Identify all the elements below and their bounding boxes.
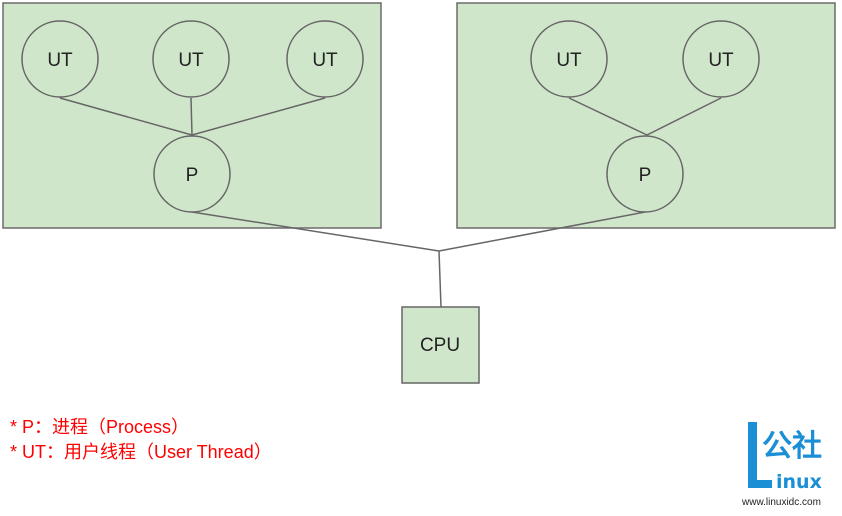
edge-ut3-p1 — [191, 97, 326, 136]
user-thread-label: UT — [178, 50, 204, 71]
cpu-node: CPU — [401, 306, 480, 384]
edge-p2-junction — [438, 211, 646, 252]
user-thread-node: UT — [682, 20, 760, 98]
cpu-label: CPU — [420, 335, 460, 356]
user-thread-node: UT — [21, 20, 99, 98]
site-watermark: 公社 inux www.linuxidc.com — [742, 420, 838, 512]
user-thread-label: UT — [312, 50, 338, 71]
process-label: P — [186, 165, 199, 186]
logo-l-foot — [748, 480, 772, 488]
edge-ut4-p2 — [568, 97, 648, 136]
edge-ut1-p1 — [59, 97, 193, 136]
watermark-logo: 公社 inux — [748, 422, 822, 493]
logo-text: 公社 — [762, 429, 822, 464]
user-thread-label: UT — [47, 50, 73, 71]
thread-model-diagram: UT UT UT P UT UT P CPU — [2, 2, 836, 384]
user-thread-node: UT — [530, 20, 608, 98]
process-label: P — [639, 165, 652, 186]
legend-item-user-thread: * UT：用户线程（User Thread） — [10, 442, 272, 462]
edge-junction-cpu — [438, 250, 442, 308]
legend-item-process: * P：进程（Process） — [10, 417, 190, 437]
edge-ut2-p1 — [190, 97, 193, 136]
process-node: P — [606, 135, 684, 213]
user-thread-node: UT — [152, 20, 230, 98]
legend: * P：进程（Process） * UT：用户线程（User Thread） — [10, 415, 272, 465]
user-thread-label: UT — [556, 50, 582, 71]
watermark-url: www.linuxidc.com — [742, 497, 821, 508]
user-thread-node: UT — [286, 20, 364, 98]
process-node: P — [153, 135, 231, 213]
edge-p1-junction — [191, 211, 440, 252]
logo-sub-text: inux — [776, 471, 822, 493]
edge-ut5-p2 — [646, 97, 722, 136]
user-thread-label: UT — [708, 50, 734, 71]
logo-l-bar — [748, 422, 757, 488]
